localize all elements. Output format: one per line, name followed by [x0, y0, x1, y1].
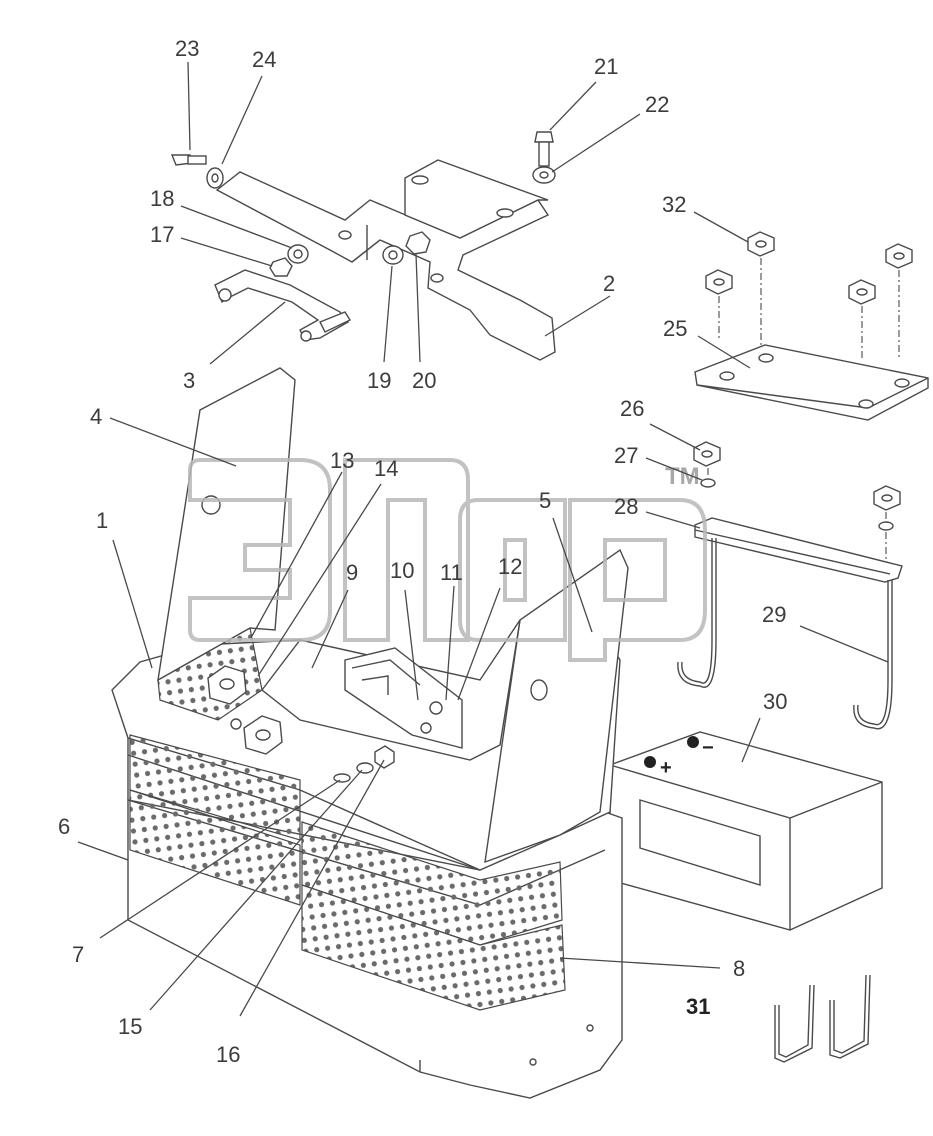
- nut-part-26: [693, 441, 901, 511]
- nut-part-17: [269, 257, 293, 277]
- callout-labels: 23 24 21 22 18 17 32 2 25 3 19 20 26 4 2…: [58, 36, 787, 1067]
- callout-1: 1: [96, 508, 108, 533]
- washer-part-24-hole: [211, 173, 219, 183]
- callout-25: 25: [663, 316, 687, 341]
- washer-part-15: [356, 762, 374, 774]
- clamp-strap-part-3: [214, 269, 352, 342]
- callout-9: 9: [346, 560, 358, 585]
- callout-5: 5: [539, 488, 551, 513]
- u-clamps-part-31: [774, 974, 871, 1063]
- callout-3: 3: [183, 368, 195, 393]
- callout-17: 17: [150, 222, 174, 247]
- callout-19: 19: [367, 368, 391, 393]
- terminal-block-part-10: [344, 647, 463, 749]
- callout-24: 24: [252, 47, 276, 72]
- callout-2: 2: [603, 271, 615, 296]
- callout-31: 31: [686, 994, 710, 1019]
- callout-30: 30: [763, 689, 787, 714]
- nuts-part-32: [705, 231, 913, 305]
- bolt-part-23: [170, 154, 207, 166]
- bolt-part-7: [333, 773, 351, 783]
- grille-panel: [301, 884, 566, 1011]
- nut-part-16: [374, 745, 395, 769]
- callout-14: 14: [374, 456, 398, 481]
- callout-7: 7: [72, 942, 84, 967]
- leader-lines: [77, 61, 889, 1017]
- nut-part-20: [405, 231, 431, 255]
- battery-negative-terminal: [687, 736, 699, 748]
- battery-box-part-1: [111, 367, 629, 1099]
- battery-plus-mark: +: [660, 757, 672, 779]
- callout-11: 11: [440, 560, 463, 585]
- callout-20: 20: [412, 368, 436, 393]
- callout-23: 23: [175, 36, 199, 61]
- bar-part-28: [694, 517, 903, 583]
- callout-29: 29: [762, 602, 786, 627]
- callout-12: 12: [498, 554, 522, 579]
- side-panel-part-4: [157, 367, 296, 682]
- callout-22: 22: [645, 92, 669, 117]
- callout-15: 15: [118, 1014, 142, 1039]
- battery-minus-mark: −: [702, 737, 714, 759]
- callout-8: 8: [733, 956, 745, 981]
- grille-panel: [129, 789, 301, 906]
- callout-26: 26: [620, 396, 644, 421]
- callout-4: 4: [90, 404, 102, 429]
- washer-part-27: [700, 478, 716, 488]
- callout-21: 21: [594, 54, 618, 79]
- battery-part-30: + −: [609, 731, 883, 931]
- callout-18: 18: [150, 186, 174, 211]
- callout-16: 16: [216, 1042, 240, 1067]
- callout-13: 13: [330, 448, 354, 473]
- hook-rods-part-29: [677, 538, 893, 730]
- battery-positive-terminal: [644, 756, 656, 768]
- callout-10: 10: [390, 558, 414, 583]
- callout-6: 6: [58, 814, 70, 839]
- callout-27: 27: [614, 443, 638, 468]
- callout-32: 32: [662, 192, 686, 217]
- hold-down-plate-part-25: [694, 344, 929, 421]
- callout-28: 28: [614, 494, 638, 519]
- bolt-part-21: [534, 131, 554, 167]
